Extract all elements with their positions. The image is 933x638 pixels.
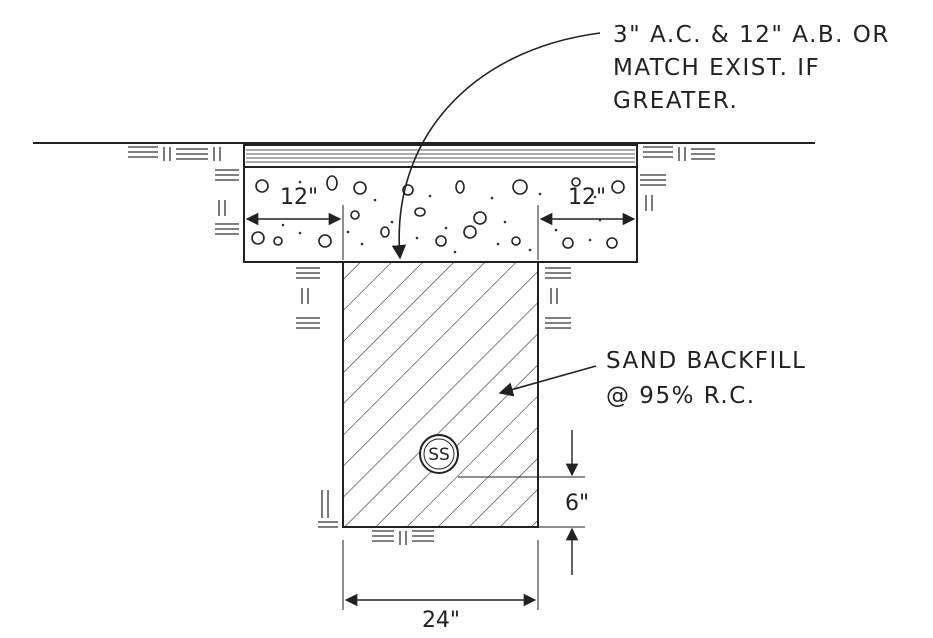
pipe-clearance-dimension: 6"	[458, 430, 589, 575]
sewer-pipe: SS	[419, 434, 459, 474]
trench-backfill	[342, 261, 539, 528]
pavement-callout: 3" A.C. & 12" A.B. OR MATCH EXIST. IF GR…	[613, 22, 890, 114]
ac-pavement-layer	[243, 144, 638, 168]
backfill-callout-line-1: SAND BACKFILL	[606, 348, 806, 374]
left-overcut-label: 12"	[280, 185, 318, 210]
right-overcut-label: 12"	[568, 185, 606, 210]
aggregate-base-layer	[243, 166, 638, 263]
trench-width-label: 24"	[422, 608, 460, 633]
pavement-callout-line-2: MATCH EXIST. IF	[613, 55, 820, 81]
pavement-callout-leader	[391, 32, 601, 260]
backfill-callout: SAND BACKFILL @ 95% R.C.	[606, 348, 806, 409]
sewer-pipe-label: SS	[428, 445, 450, 465]
pavement-callout-line-1: 3" A.C. & 12" A.B. OR	[613, 22, 890, 48]
pavement-callout-line-3: GREATER.	[613, 88, 738, 114]
right-overcut-dimension: 12"	[537, 185, 636, 260]
pipe-clearance-label: 6"	[565, 491, 589, 516]
backfill-callout-line-2: @ 95% R.C.	[606, 383, 756, 409]
left-overcut-dimension: 12"	[245, 185, 344, 260]
backfill-callout-leader	[498, 365, 597, 397]
earth-hatching	[128, 146, 715, 545]
trench-width-dimension: 24"	[342, 540, 539, 633]
